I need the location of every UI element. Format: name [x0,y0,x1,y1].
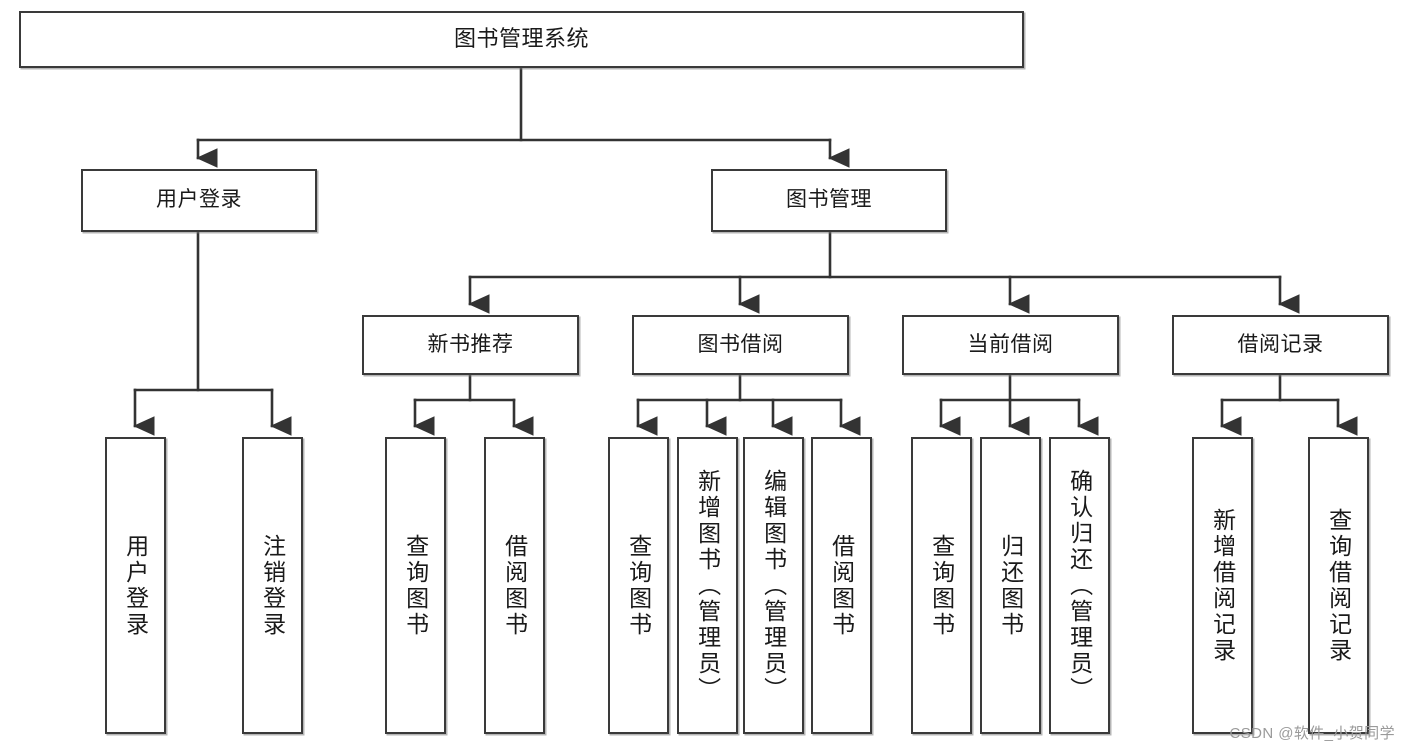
leaf-borrow-book[interactable]: 借阅图书 [811,437,872,734]
leaf-add-borrow-record[interactable]: 新增借阅记录 [1192,437,1253,734]
leaf-query-book-borrow[interactable]: 查询图书 [608,437,669,734]
csdn-watermark: CSDN @软件_小贺同学 [1229,725,1395,742]
node-label: 用户登录 [122,533,149,638]
node-book-borrow[interactable]: 图书借阅 [632,315,849,375]
leaf-edit-book-admin[interactable]: 编辑图书（管理员） [743,437,804,734]
leaf-return-book[interactable]: 归还图书 [980,437,1041,734]
node-label: 查询图书 [402,533,429,638]
node-label: 查询图书 [928,533,955,638]
leaf-query-book-recommend[interactable]: 查询图书 [385,437,446,734]
node-current-borrow[interactable]: 当前借阅 [902,315,1119,375]
leaf-logout-login[interactable]: 注销登录 [242,437,303,734]
node-label: 归还图书 [997,533,1024,638]
node-label: 查询借阅记录 [1325,507,1352,664]
node-user-login[interactable]: 用户登录 [81,169,317,232]
node-label: 新增图书（管理员） [694,468,721,703]
node-label: 确认归还（管理员） [1066,468,1093,703]
node-label: 借阅记录 [1237,332,1324,356]
node-label: 图书借阅 [697,332,784,356]
node-label: 图书管理 [786,188,872,212]
leaf-query-book-current[interactable]: 查询图书 [911,437,972,734]
node-label: 当前借阅 [967,332,1054,356]
node-label: 查询图书 [625,533,652,638]
leaf-add-book-admin[interactable]: 新增图书（管理员） [677,437,738,734]
node-root-system[interactable]: 图书管理系统 [19,11,1024,68]
node-label: 新书推荐 [427,332,514,356]
node-borrow-record[interactable]: 借阅记录 [1172,315,1389,375]
node-label: 图书管理系统 [453,26,589,52]
node-label: 借阅图书 [501,533,528,638]
leaf-user-login[interactable]: 用户登录 [105,437,166,734]
node-label: 新增借阅记录 [1209,507,1236,664]
node-new-book-recommend[interactable]: 新书推荐 [362,315,579,375]
node-label: 借阅图书 [828,533,855,638]
node-label: 注销登录 [259,533,286,638]
leaf-borrow-book-recommend[interactable]: 借阅图书 [484,437,545,734]
leaf-query-borrow-record[interactable]: 查询借阅记录 [1308,437,1369,734]
node-book-management[interactable]: 图书管理 [711,169,947,232]
node-label: 编辑图书（管理员） [760,468,787,703]
leaf-confirm-return-admin[interactable]: 确认归还（管理员） [1049,437,1110,734]
node-label: 用户登录 [156,188,242,212]
